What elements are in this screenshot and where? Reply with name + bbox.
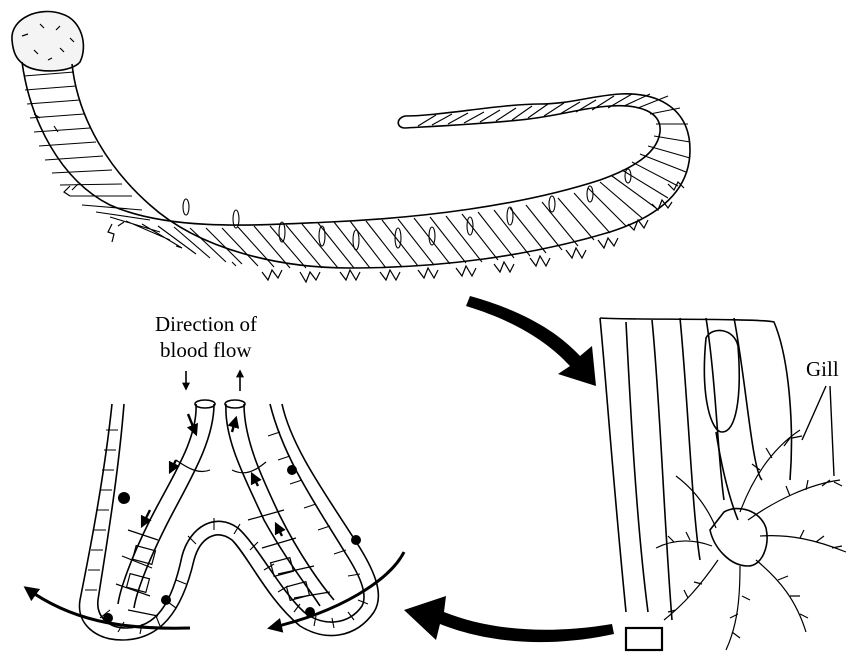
gill-pointer-line-1 (802, 386, 826, 440)
gill-pointer-line-2 (830, 386, 834, 476)
inset-box (626, 628, 662, 650)
gill-inner-chambers (116, 460, 330, 616)
link-arrow-segment-to-gill (404, 596, 614, 642)
blood-flow-label-line2: blood flow (160, 338, 252, 362)
worm-body (12, 12, 690, 282)
link-arrow-worm-to-segment (466, 296, 596, 386)
blood-flow-label-line1: Direction of (155, 312, 257, 336)
gill-outer-wall (79, 404, 378, 640)
worm-tail-tip (398, 116, 405, 128)
gill-wall-cells (85, 430, 368, 634)
worm-body-upper-edge (22, 62, 660, 225)
worm-organ-marks (34, 114, 631, 266)
link-arrows (404, 296, 614, 642)
worm-segment-rings (24, 72, 690, 268)
gill-filaments (656, 430, 846, 650)
gill-cross-section (26, 371, 404, 640)
gill-label: Gill (806, 357, 839, 381)
